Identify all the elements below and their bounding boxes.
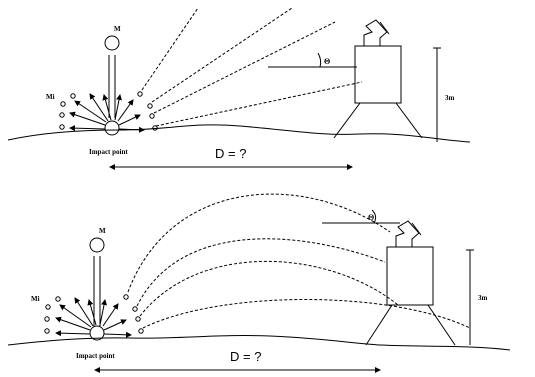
sensor-station: [365, 220, 456, 346]
falling-mass: [104, 35, 120, 51]
angle-label: Θ: [324, 57, 330, 66]
ejecta-arrows: [69, 93, 145, 133]
sensor-head: [395, 220, 420, 247]
impact-body: [104, 120, 120, 136]
falling-mass: [89, 237, 105, 253]
height-label: 3m: [445, 94, 455, 102]
fragment-particles: [44, 294, 144, 334]
panel-curved-trajectories: [7, 193, 511, 373]
sensor-stand: [333, 102, 423, 139]
impact-point-label: Impact point: [89, 148, 128, 156]
ground-line: [7, 335, 511, 351]
angle-arc: [317, 52, 322, 68]
ejecta-arrows: [55, 297, 132, 338]
fragment-label: Mi: [46, 93, 55, 101]
angle-arc: [371, 209, 377, 224]
panel-straight-trajectories: [7, 7, 471, 170]
mass-label: M: [99, 227, 106, 235]
fragment-label: Mi: [31, 295, 40, 303]
fragment-trajectories: [127, 193, 471, 329]
distance-label: D = ?: [230, 349, 261, 364]
impact-point-label: Impact point: [76, 352, 115, 360]
fragment-trajectories: [141, 7, 363, 127]
fragment-particles: [59, 91, 158, 131]
mass-label: M: [114, 25, 121, 33]
distance-label: D = ?: [215, 146, 246, 161]
ground-line: [7, 124, 471, 143]
sensor-stand: [365, 304, 456, 346]
sensor-body: [354, 45, 402, 104]
angle-label: Θ: [368, 213, 374, 222]
sensor-station: [333, 19, 423, 139]
sensor-body: [386, 246, 434, 306]
sensor-head: [363, 19, 388, 46]
impact-body: [89, 325, 105, 341]
height-label: 3m: [478, 294, 488, 302]
